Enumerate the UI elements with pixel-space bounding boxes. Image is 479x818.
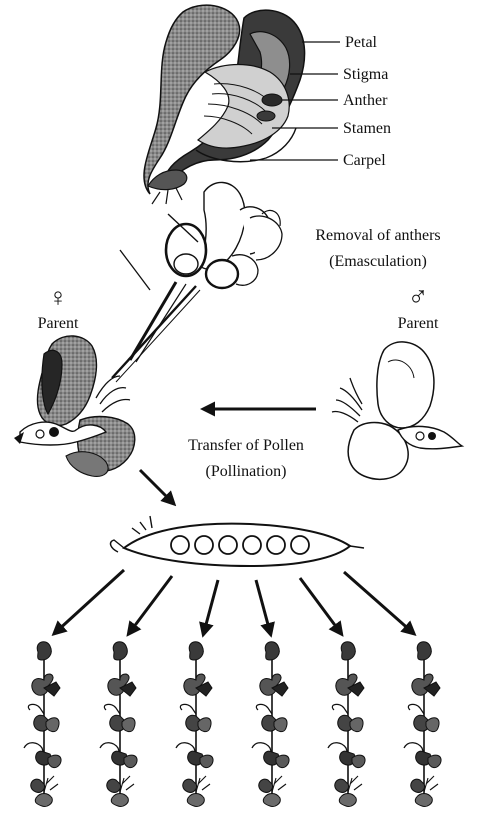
emasculation-line1: Removal of anthers	[315, 227, 440, 244]
petal-label: Petal	[345, 34, 378, 51]
female-symbol: ♀	[48, 283, 68, 312]
pea-seed	[219, 536, 237, 554]
stamen-label: Stamen	[343, 120, 391, 137]
pea-seed	[171, 536, 189, 554]
carpel-label: Carpel	[343, 152, 386, 169]
pea-seed	[291, 536, 309, 554]
pollination-line1: Transfer of Pollen	[188, 437, 304, 454]
female-parent-label: Parent	[38, 315, 79, 332]
pea-seed	[243, 536, 261, 554]
anther-label: Anther	[343, 92, 388, 109]
stigma-label: Stigma	[343, 66, 388, 83]
male-symbol: ♂	[408, 282, 429, 313]
emasculation-line2: (Emasculation)	[329, 253, 427, 270]
pea-seed	[195, 536, 213, 554]
pollination-line2: (Pollination)	[206, 463, 287, 480]
male-parent-label: Parent	[398, 315, 439, 332]
pea-seed	[267, 536, 285, 554]
